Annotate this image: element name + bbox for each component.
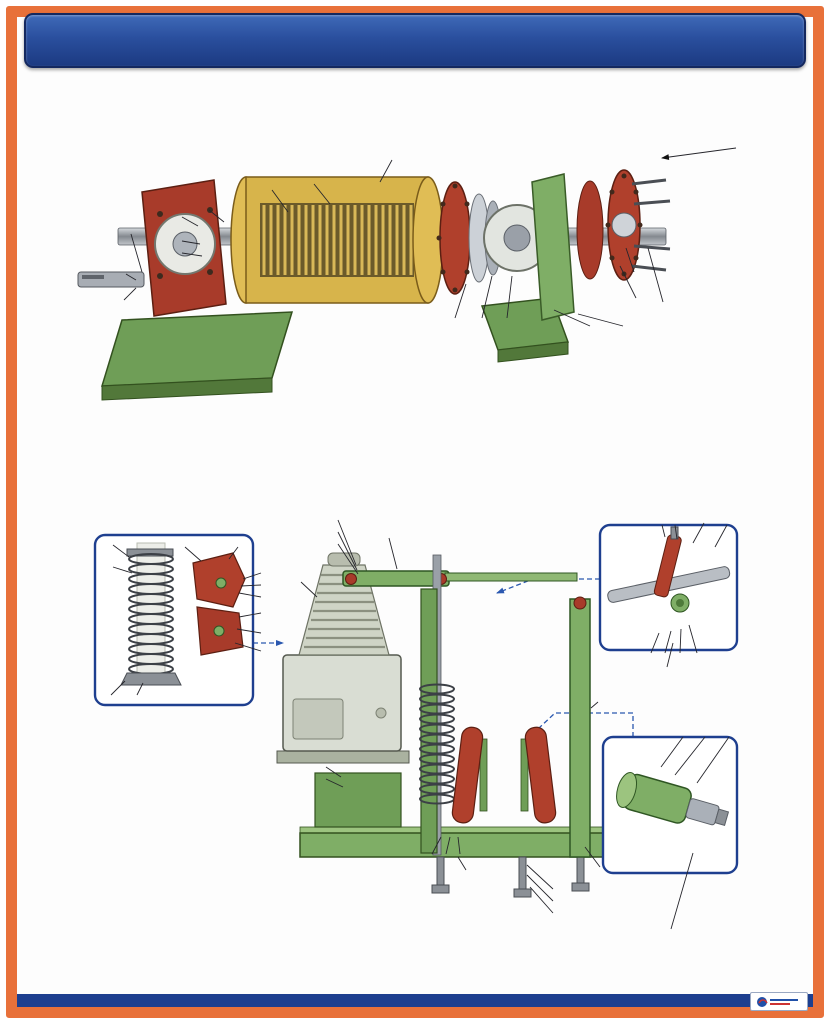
spring-inset-leaders [110,544,262,696]
drum-leader-lines [123,159,664,327]
linkage-detail-inset [598,522,739,668]
spring-detail-inset [93,533,262,707]
pin-inset-leaders [660,736,730,930]
drum-figure [30,126,800,426]
drum-illustration [77,147,737,401]
annotation-arrow [661,147,737,161]
right-flange-disc [439,181,471,295]
brake-base-frame [299,832,646,858]
brake-main-assembly [276,552,646,898]
tie-rod [444,572,578,582]
pin-detail-inset [601,735,739,930]
left-brake-shoe [451,726,484,824]
stud-bolts [631,178,671,272]
rope-coils [262,205,413,275]
poster-header [24,13,806,68]
left-support-base [100,311,294,387]
right-lever [569,598,591,858]
ogp-drive-disc-inner [576,180,604,280]
right-support-bracket [531,173,575,321]
shaft-stub [77,271,145,288]
bottom-accent-strip [17,994,813,1007]
thruster-stand [314,772,402,828]
right-brake-shoe [524,726,557,824]
linkage-inset-leaders [650,522,728,668]
main-spring [419,683,455,805]
publisher-logo [750,992,808,1011]
brake-figure [25,513,805,991]
drum-drawing [77,147,737,401]
key-slot [82,275,104,279]
brake-drawing [93,519,739,930]
detail-spring [128,553,174,675]
anchor-bolts [431,856,590,898]
publisher-logo-mark [757,996,798,1007]
brake-leader-lines [300,519,601,914]
